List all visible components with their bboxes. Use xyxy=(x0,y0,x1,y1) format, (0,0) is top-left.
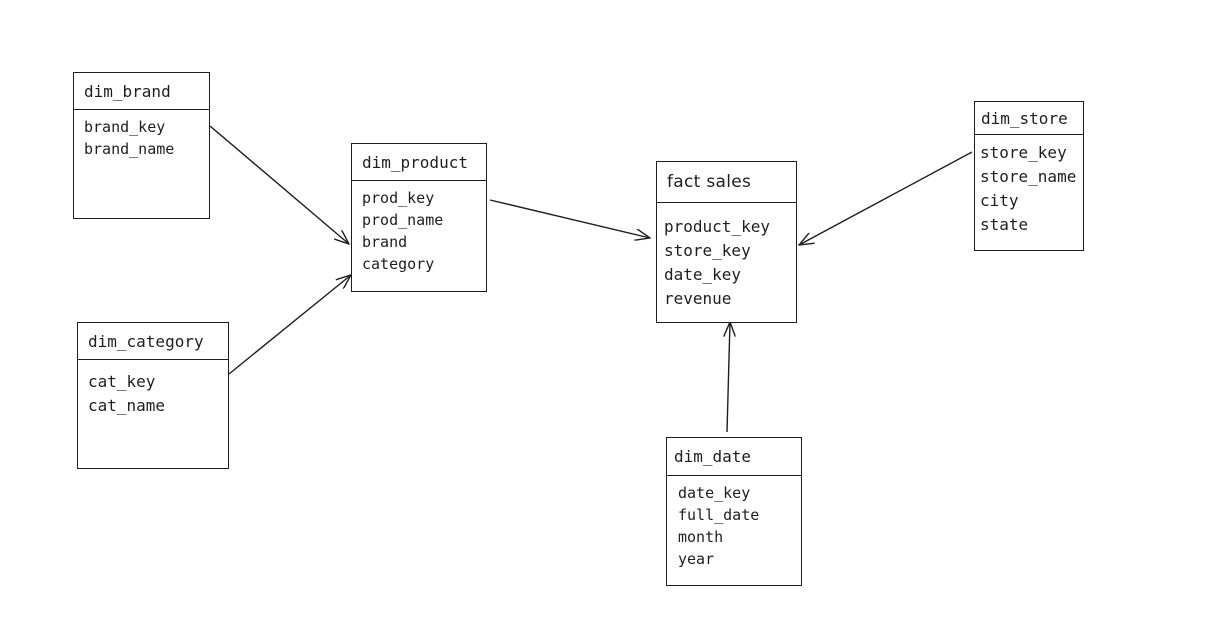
table-dim-store[interactable]: dim_store store_key store_name city stat… xyxy=(974,101,1084,251)
field-brand-name: brand_name xyxy=(84,140,175,158)
field-category: category xyxy=(362,255,435,273)
arrow-date-to-fact xyxy=(727,322,730,433)
field-list: prod_key prod_name brand category xyxy=(352,181,486,275)
field-city: city xyxy=(980,191,1019,210)
field-prod-key: prod_key xyxy=(362,189,435,207)
table-dim-category[interactable]: dim_category cat_key cat_name xyxy=(77,322,229,469)
field-list: product_key store_key date_key revenue xyxy=(657,203,796,311)
field-year: year xyxy=(678,550,715,568)
field-state: state xyxy=(980,215,1029,234)
arrow-brand-to-product xyxy=(209,125,349,244)
field-store-key: store_key xyxy=(664,241,751,260)
field-list: store_key store_name city state xyxy=(975,135,1083,237)
table-title: dim_store xyxy=(975,102,1083,135)
field-list: cat_key cat_name xyxy=(78,360,228,418)
field-revenue: revenue xyxy=(664,289,732,308)
field-product-key: product_key xyxy=(664,217,770,236)
field-store-name: store_name xyxy=(980,167,1077,186)
table-title: fact sales xyxy=(657,162,796,203)
field-full-date: full_date xyxy=(678,506,760,524)
field-list: brand_key brand_name xyxy=(74,110,209,160)
table-title: dim_category xyxy=(78,323,228,360)
field-prod-name: prod_name xyxy=(362,211,444,229)
table-dim-brand[interactable]: dim_brand brand_key brand_name xyxy=(73,72,210,219)
field-brand: brand xyxy=(362,233,408,251)
field-month: month xyxy=(678,528,724,546)
table-title: dim_date xyxy=(667,438,801,476)
field-cat-name: cat_name xyxy=(88,396,166,415)
field-store-key: store_key xyxy=(980,143,1067,162)
field-date-key: date_key xyxy=(678,484,751,502)
table-title: dim_product xyxy=(352,144,486,181)
arrow-category-to-product xyxy=(228,275,351,375)
field-brand-key: brand_key xyxy=(84,118,166,136)
table-fact-sales[interactable]: fact sales product_key store_key date_ke… xyxy=(656,161,797,323)
table-title: dim_brand xyxy=(74,73,209,110)
arrow-product-to-fact xyxy=(489,199,650,238)
field-list: date_key full_date month year xyxy=(667,476,801,570)
field-date-key: date_key xyxy=(664,265,742,284)
arrow-store-to-fact xyxy=(799,151,973,245)
field-cat-key: cat_key xyxy=(88,372,156,391)
table-dim-date[interactable]: dim_date date_key full_date month year xyxy=(666,437,802,586)
table-dim-product[interactable]: dim_product prod_key prod_name brand cat… xyxy=(351,143,487,292)
